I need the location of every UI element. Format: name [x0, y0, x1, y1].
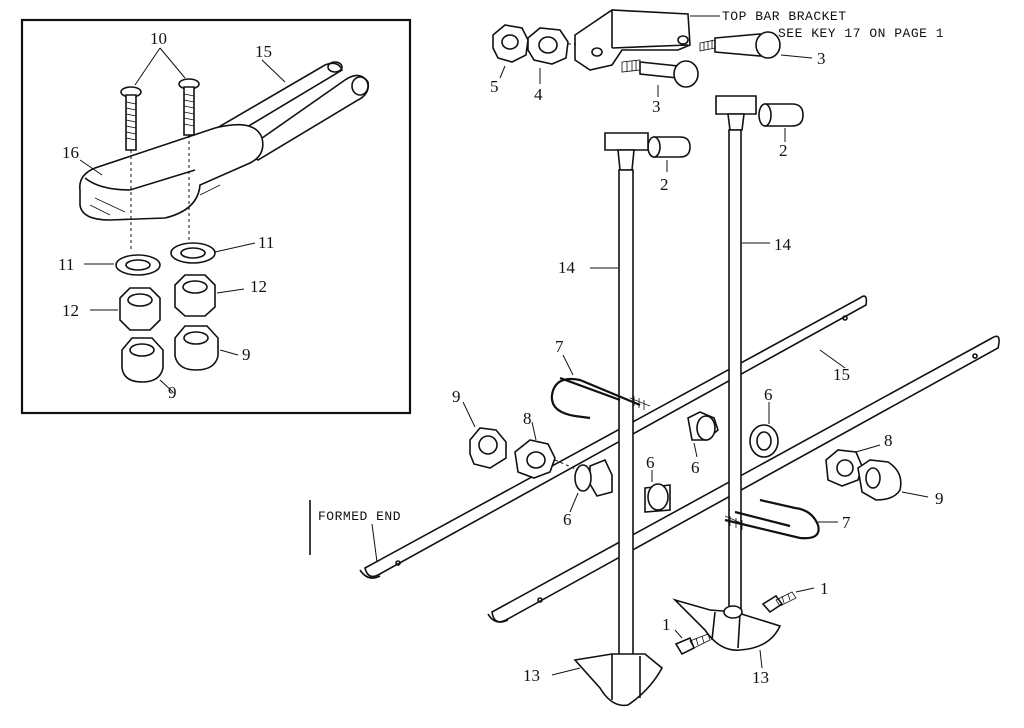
callout-2-left: 2	[660, 175, 669, 194]
upright-tubes: 14 14	[558, 95, 792, 659]
see-key-label: SEE KEY 17 ON PAGE 1	[778, 26, 944, 41]
callout-11-right: 11	[258, 233, 274, 252]
callout-6-mid: 6	[691, 458, 700, 477]
top-bar-bracket-label: TOP BAR BRACKET	[722, 9, 847, 24]
callout-14-left: 14	[558, 258, 576, 277]
callout-1-right: 1	[820, 579, 829, 598]
cap-parts: 2 2	[647, 103, 804, 194]
spacers: 6 6 6 6	[563, 385, 779, 529]
callout-9-inset-bottom: 9	[168, 383, 177, 402]
formed-end-label: FORMED END	[318, 509, 401, 524]
callout-15-inset: 15	[255, 42, 272, 61]
left-nuts: 9 8	[452, 387, 579, 479]
callout-12-right: 12	[250, 277, 267, 296]
screws: 1 1	[662, 579, 829, 656]
inset-nuts-12	[119, 274, 216, 331]
callout-6-right: 6	[764, 385, 773, 404]
inset-bolts	[120, 78, 200, 250]
formed-end-callout: FORMED END	[309, 500, 401, 563]
u-bolts: 7 7	[550, 337, 851, 540]
callout-7-lower: 7	[842, 513, 851, 532]
callout-3-lower: 3	[652, 97, 661, 116]
callout-11-left: 11	[58, 255, 74, 274]
inset-detail: 10 15 16 11 11 12 12 9 9	[20, 18, 412, 415]
callout-14-right: 14	[774, 235, 792, 254]
feet: 13 13	[523, 598, 782, 707]
callout-2-right: 2	[779, 141, 788, 160]
inset-washers	[115, 242, 216, 276]
callout-8-left: 8	[523, 409, 532, 428]
side-rails: 15	[359, 295, 1000, 623]
right-nuts: 8 9	[825, 431, 944, 508]
callout-12-left: 12	[62, 301, 79, 320]
callout-5: 5	[490, 77, 499, 96]
inset-clamp-part	[78, 123, 264, 221]
callout-16: 16	[62, 143, 79, 162]
callout-1-left: 1	[662, 615, 671, 634]
callout-6-left: 6	[563, 510, 572, 529]
callout-6-center: 6	[646, 453, 655, 472]
callout-9-right: 9	[935, 489, 944, 508]
inset-tubes	[203, 61, 370, 161]
top-bar-bracket-assembly: TOP BAR BRACKET SEE KEY 17 ON PAGE 1 3 3…	[490, 9, 944, 116]
inset-nuts-9	[121, 325, 219, 383]
callout-15-upper: 15	[833, 365, 850, 384]
callout-9-inset-right: 9	[242, 345, 251, 364]
callout-3-upper: 3	[817, 49, 826, 68]
callout-13-right: 13	[752, 668, 769, 687]
callout-8-right: 8	[884, 431, 893, 450]
callout-4: 4	[534, 85, 543, 104]
callout-13-left: 13	[523, 666, 540, 685]
callout-10: 10	[150, 29, 167, 48]
callout-9-left: 9	[452, 387, 461, 406]
callout-7-upper: 7	[555, 337, 564, 356]
inset-border	[20, 18, 412, 415]
